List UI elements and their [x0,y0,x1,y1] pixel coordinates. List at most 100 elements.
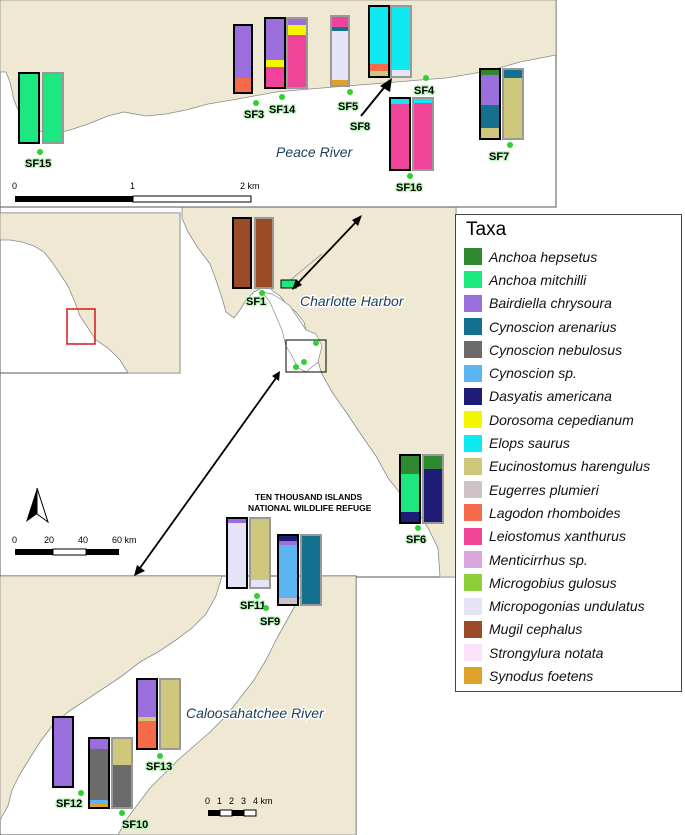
site-marker [301,359,307,365]
legend-swatch [464,318,482,336]
sf14-bar-b [286,17,308,89]
site-label-sf13: SF13 [146,761,172,773]
florida-inset-map [0,212,181,374]
sf8-bar-a [368,5,390,78]
sf5-bar [330,15,350,87]
legend-swatch [464,667,482,685]
site-label-sf16: SF16 [396,182,422,194]
site-marker [254,593,260,599]
legend-item: Eucinostomus harengulus [464,455,673,478]
scale-tick: 0 [12,535,17,545]
florida-land [0,212,181,374]
legend-swatch [464,644,482,662]
legend-swatch [464,620,482,638]
legend-title: Taxa [466,219,507,240]
legend-item: Anchoa hepsetus [464,245,673,268]
peace-river-map: Peace River SF15 SF3 SF14 SF5 [0,0,557,208]
river-channel [287,253,323,283]
legend-label: Cynoscion nebulosus [489,341,623,358]
legend-item: Menticirrhus sp. [464,548,673,571]
site-marker [119,810,125,816]
north-arrow-icon [26,487,49,524]
scale-tick: 20 [44,535,54,545]
site-marker [313,340,319,346]
site-marker [347,89,353,95]
legend-item: Eugerres plumieri [464,478,673,501]
legend-item: Microgobius gulosus [464,571,673,594]
legend-label: Strongylura notata [489,644,604,661]
study-area-locator [66,308,96,345]
sf13-bar-b [159,678,181,750]
site-label-sf1: SF1 [246,296,266,308]
charlotte-harbor-label: Charlotte Harbor [300,293,405,309]
site-label-sf15: SF15 [25,158,51,170]
legend-label: Cynoscion arenarius [489,318,617,335]
site-marker [78,790,84,796]
site-marker [157,753,163,759]
legend-swatch [464,248,482,266]
caloosahatchee-label: Caloosahatchee River [186,705,325,721]
legend-item: Leiostomus xanthurus [464,525,673,548]
legend-swatch [464,481,482,499]
refuge-label-line2: NATIONAL WILDLIFE REFUGE [248,503,372,513]
legend-item: Dasyatis americana [464,385,673,408]
site-label-sf8: SF8 [350,121,370,133]
arrowhead-icon [134,565,145,576]
sf15-bar-b [42,72,64,144]
connector-arrows [134,215,362,576]
legend-swatch [464,341,482,359]
scale-tick: 2 km [240,181,260,191]
regional-land [181,206,457,578]
site-marker [415,525,421,531]
sf10-bar-a [88,737,110,809]
site-marker [263,605,269,611]
scale-tick: 2 [229,796,234,806]
legend-item: Synodus foetens [464,664,673,687]
legend-label: Dasyatis americana [489,388,612,405]
caloosahatchee-extent-box [285,339,327,373]
sf7-bar-b [502,68,524,140]
refuge-label-line1: TEN THOUSAND ISLANDS [255,492,363,502]
scale-tick: 1 [130,181,135,191]
legend-label: Lagodon rhomboides [489,504,621,521]
legend-item: Elops saurus [464,431,673,454]
legend-swatch [464,457,482,475]
sf6-bar-b [422,454,444,524]
scale-tick: 60 km [112,535,137,545]
site-label-sf5: SF5 [338,101,358,113]
legend-swatch [464,574,482,592]
sf1-bar-a [232,217,252,289]
sf11-bar-b [249,517,271,589]
legend-swatch [464,434,482,452]
legend-label: Cynoscion sp. [489,365,577,382]
site-label-sf6: SF6 [406,534,426,546]
scale-tick: 4 km [253,796,273,806]
site-marker [253,100,259,106]
sf1-bar-b [254,217,274,289]
legend-label: Microgobius gulosus [489,574,617,591]
site-label-sf11: SF11 [240,600,266,612]
site-label-sf12: SF12 [56,798,82,810]
sf8-bar-b [390,5,412,78]
legend-item: Cynoscion arenarius [464,315,673,338]
legend-label: Synodus foetens [489,667,594,684]
caloosa-land-west [0,576,223,821]
scale-tick: 0 [205,796,210,806]
arrowhead-icon [352,215,362,226]
legend-item: Cynoscion nebulosus [464,338,673,361]
legend-label: Micropogonias undulatus [489,598,645,615]
legend-swatch [464,411,482,429]
legend-label: Eucinostomus harengulus [489,458,651,475]
site-marker [507,142,513,148]
sf8-leader-arrow [360,83,388,117]
site-label-sf10: SF10 [122,819,148,831]
legend-label: Anchoa mitchilli [489,271,587,288]
legend-label: Mugil cephalus [489,621,583,638]
legend-label: Elops saurus [489,435,570,452]
caloosahatchee-map: Caloosahatchee River SF11 SF9 SF12 SF10 [0,517,357,835]
peace-scale-bar: 0 1 2 km [12,181,260,203]
legend-swatch [464,364,482,382]
site-marker [37,149,43,155]
